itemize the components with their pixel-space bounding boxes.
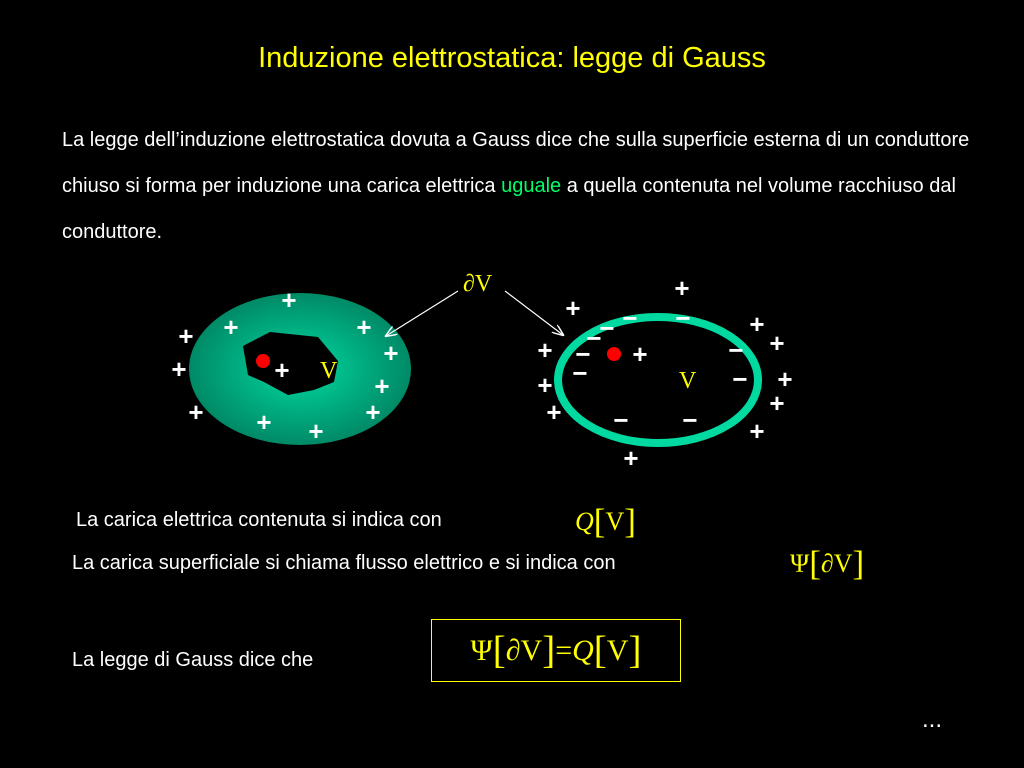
q-symbol: Q — [572, 633, 594, 667]
surface-argument: ∂V — [505, 633, 543, 667]
plus-charge: + — [281, 285, 296, 315]
plus-charge: + — [632, 339, 647, 369]
minus-charge: − — [575, 339, 590, 369]
intro-text-1: La legge dell’induzione elettrostatica d… — [62, 129, 970, 197]
volume-label-right: V — [679, 368, 697, 394]
gauss-law-line: La legge di Gauss dice che — [72, 649, 314, 671]
charge-signs: ++++++++++++++++++++++++−−−−−−−−−− — [171, 273, 792, 473]
q-symbol: Q — [575, 507, 594, 537]
left-bracket: [ — [593, 629, 607, 672]
arrow-to-right — [504, 290, 563, 335]
intro-paragraph: La legge dell’induzione elettrostatica d… — [62, 117, 1002, 255]
right-bracket: ] — [624, 502, 636, 541]
plus-charge: + — [749, 416, 764, 446]
plus-charge: + — [365, 397, 380, 427]
minus-charge: − — [572, 358, 587, 388]
plus-charge: + — [356, 312, 371, 342]
left-bracket: [ — [809, 544, 821, 583]
minus-charge: − — [613, 405, 628, 435]
right-bracket: ] — [542, 629, 556, 672]
left-bracket: [ — [593, 502, 606, 541]
right-bracket: ] — [852, 544, 865, 583]
left-bracket: [ — [492, 629, 506, 672]
q-argument: V — [605, 507, 625, 537]
surface-charge-line: La carica superficiale si chiama flusso … — [72, 552, 616, 574]
plus-charge: + — [274, 355, 289, 385]
plus-charge: + — [374, 371, 389, 401]
psi-symbol: Ψ — [790, 549, 810, 579]
continuation-ellipsis: ... — [922, 706, 943, 733]
plus-charge: + — [749, 309, 764, 339]
minus-charge: − — [586, 323, 601, 353]
arrow-to-left — [386, 290, 459, 336]
plus-charge: + — [537, 370, 552, 400]
highlight-uguale: uguale — [501, 175, 562, 197]
formula-q-v: Q[V] — [575, 502, 636, 542]
plus-charge: + — [178, 321, 193, 351]
plus-charge: + — [769, 388, 784, 418]
volume-label-left: V — [320, 358, 338, 384]
minus-charge: − — [622, 303, 637, 333]
equals-sign: = — [555, 633, 573, 667]
plus-charge: + — [565, 293, 580, 323]
plus-charge: + — [171, 354, 186, 384]
psi-argument: ∂V — [820, 549, 853, 579]
minus-charge: − — [732, 364, 747, 394]
cavity — [243, 332, 338, 395]
intro-text-2: a quella contenuta nel volume racchiuso … — [62, 175, 956, 243]
plus-charge: + — [308, 416, 323, 446]
plus-charge: + — [623, 443, 638, 473]
plus-charge: + — [256, 407, 271, 437]
charge-contained-line: La carica elettrica contenuta si indica … — [76, 509, 442, 531]
plus-charge: + — [223, 312, 238, 342]
minus-charge: − — [728, 335, 743, 365]
gauss-formula-box: Ψ[∂V] = Q[V] — [431, 619, 681, 682]
plus-charge: + — [383, 338, 398, 368]
volume-argument: V — [606, 633, 629, 667]
plus-charge: + — [546, 397, 561, 427]
psi-symbol: Ψ — [470, 633, 493, 667]
plus-charge: + — [188, 397, 203, 427]
minus-charge: − — [682, 405, 697, 435]
plus-charge: + — [769, 328, 784, 358]
slide-title: Induzione elettrostatica: legge di Gauss — [258, 42, 766, 74]
surface-label: ∂V — [463, 271, 493, 297]
right-bracket: ] — [628, 629, 642, 672]
formula-psi-dv: Ψ[∂V] — [790, 544, 864, 584]
plus-charge: + — [537, 335, 552, 365]
minus-charge: − — [675, 303, 690, 333]
hollow-shell — [554, 313, 762, 447]
minus-charge: − — [599, 313, 614, 343]
enclosed-charge-left — [256, 354, 270, 368]
enclosed-charge-right — [607, 347, 621, 361]
plus-charge: + — [777, 364, 792, 394]
plus-charge: + — [674, 273, 689, 303]
